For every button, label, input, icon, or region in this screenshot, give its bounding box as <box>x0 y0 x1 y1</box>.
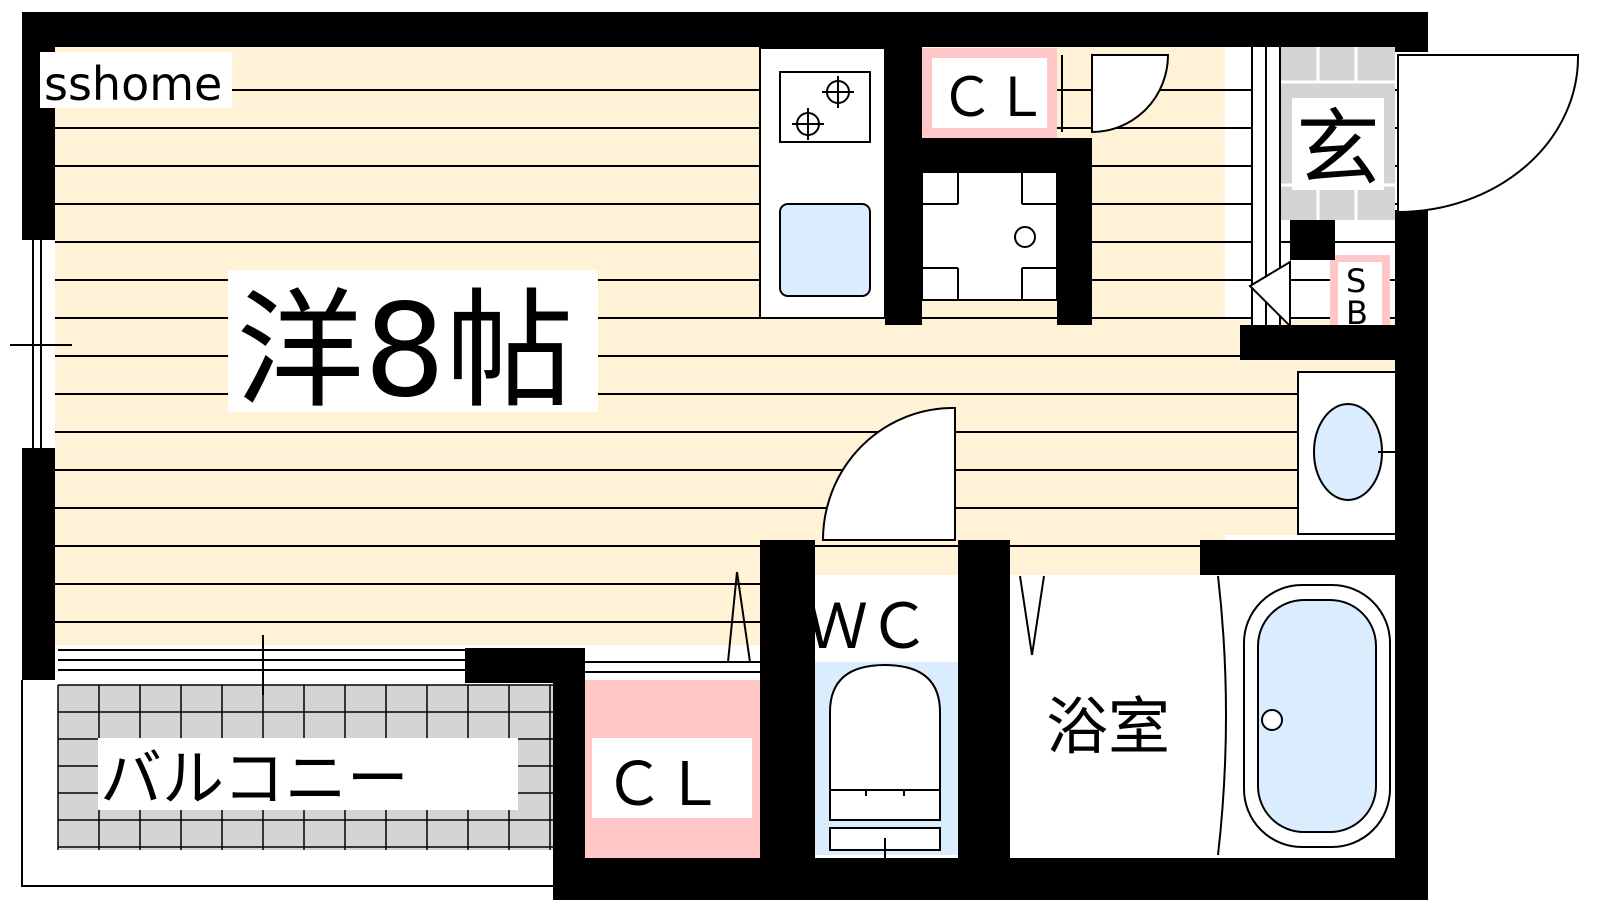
stove-icon <box>792 76 854 140</box>
walls <box>22 12 1428 900</box>
bathroom: 浴室 <box>1010 575 1400 856</box>
toilet-label: ＷＣ <box>806 590 930 663</box>
sink-icon <box>779 203 871 297</box>
drain-icon <box>1014 226 1036 248</box>
bathroom-label: 浴室 <box>1046 690 1170 763</box>
entrance: 玄 <box>1251 44 1395 331</box>
sash-window-west <box>10 240 72 448</box>
shoe-box-s: S <box>1346 262 1366 300</box>
closet-upper: ＣＬ <box>922 48 1057 138</box>
closet-upper-label: ＣＬ <box>940 66 1048 129</box>
western-room-label: 洋8帖 <box>236 277 573 426</box>
entrance-door <box>1397 54 1580 214</box>
washer-area <box>921 169 1058 301</box>
sash-window-south <box>58 635 760 695</box>
closet-lower-label: ＣＬ <box>604 750 724 820</box>
closet-lower: ＣＬ <box>585 680 760 858</box>
entrance-label: 玄 <box>1296 100 1380 198</box>
shoe-box-b: B <box>1346 294 1368 332</box>
kitchen-counter <box>759 47 886 319</box>
balcony-label: バルコニー <box>100 742 409 815</box>
toilet-door <box>821 406 956 541</box>
balcony: バルコニー <box>57 684 553 850</box>
door-swings <box>727 54 1580 663</box>
closet-upper-door <box>1091 54 1170 134</box>
toilet-room: ＷＣ <box>795 575 975 900</box>
shoe-box-door <box>1248 260 1291 329</box>
shoe-box: S B <box>1248 255 1390 333</box>
toilet-icon <box>829 663 941 851</box>
watermark: sshome <box>44 57 222 111</box>
balcony-rail <box>21 680 553 887</box>
washbasin <box>1297 371 1399 535</box>
